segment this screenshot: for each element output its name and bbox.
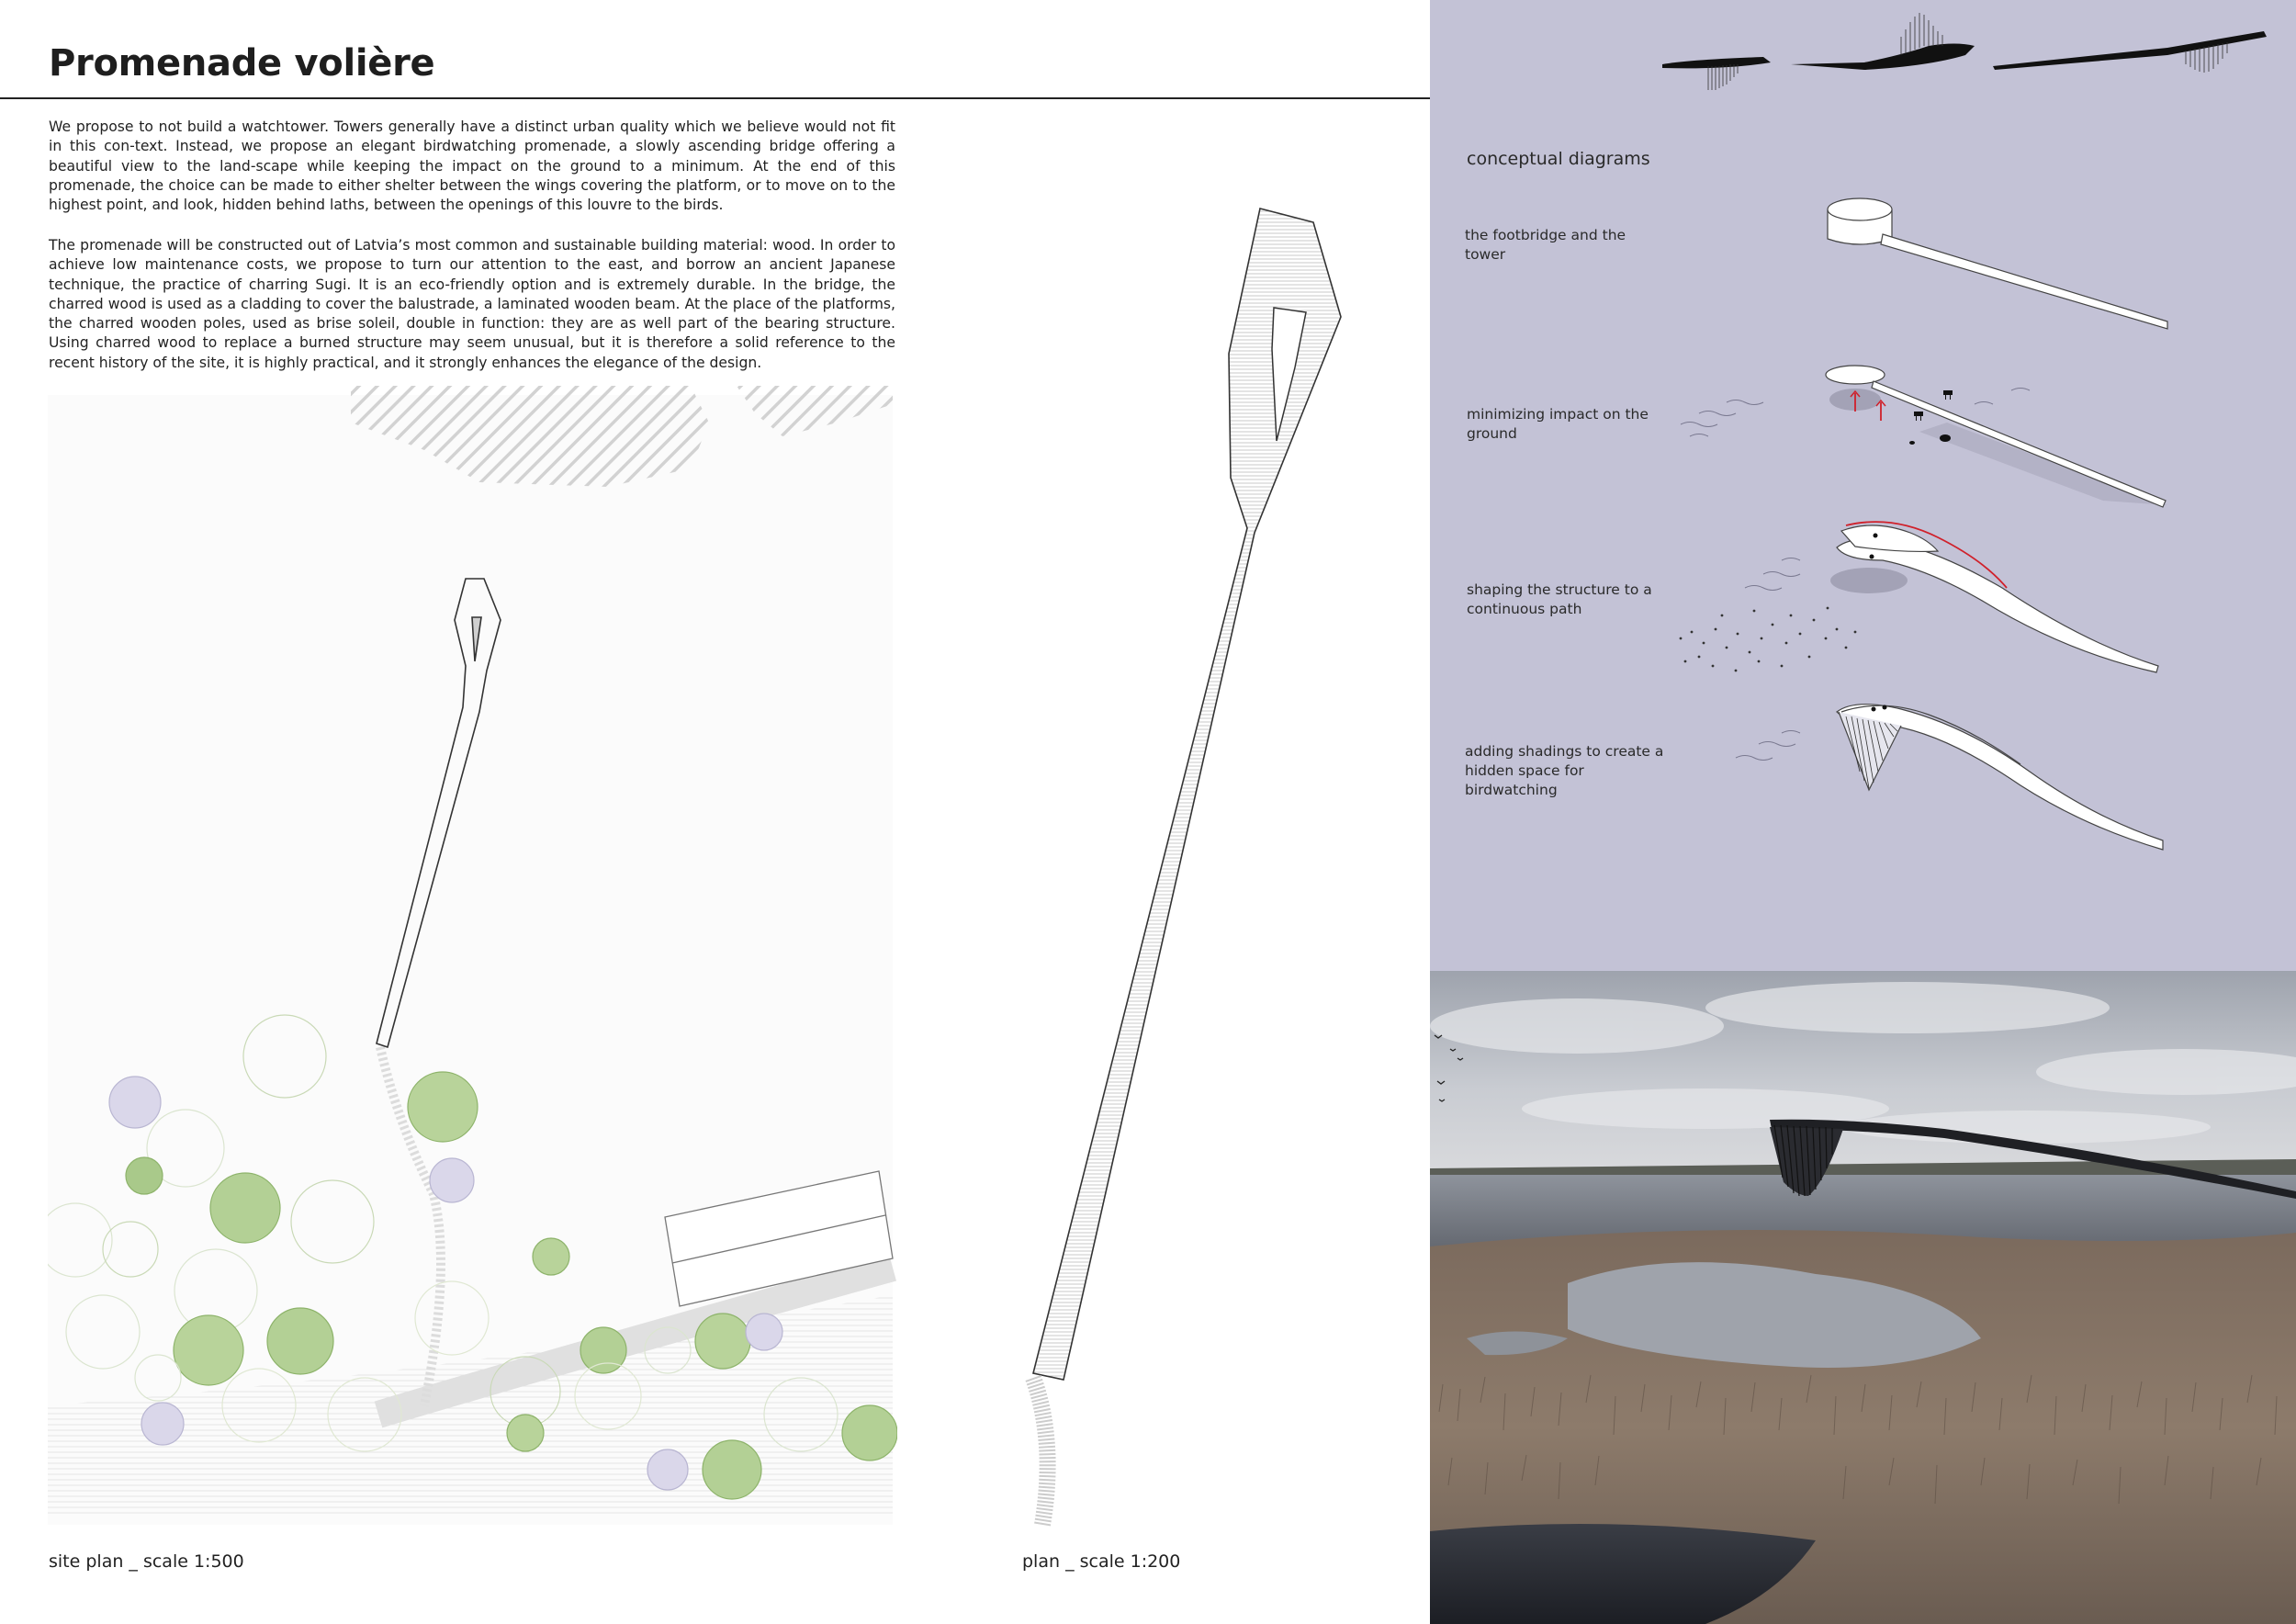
- site-render-photo: [1430, 971, 2296, 1624]
- trees: [48, 1014, 897, 1500]
- diagram-minimizing-impact: [1680, 365, 2167, 508]
- concept-panel: [1430, 0, 2296, 971]
- building-outline: [664, 1170, 894, 1307]
- promenade-plan: [1032, 208, 1342, 1381]
- page-title: Promenade volière: [49, 42, 435, 85]
- render-promenade: [1770, 1119, 2296, 1199]
- diagram-footbridge-tower: [1827, 197, 2168, 330]
- promenade-outline-small: [376, 578, 501, 1049]
- elevation-silhouettes: [1662, 13, 2267, 90]
- diagram-label-4: adding shadings to create a hidden space…: [1465, 743, 1664, 798]
- material-paragraph: The promenade will be constructed out of…: [49, 237, 895, 371]
- intro-paragraph: We propose to not build a watchtower. To…: [49, 118, 895, 214]
- diagram-label-1: the footbridge and the tower: [1465, 227, 1626, 263]
- site-plan-drawing: [48, 386, 897, 1525]
- concept-diagrams: [1679, 197, 2168, 851]
- concept-heading: conceptual diagrams: [1467, 149, 1650, 169]
- site-plan-caption: site plan _ scale 1:500: [49, 1551, 244, 1572]
- plan-caption: plan _ scale 1:200: [1022, 1551, 1181, 1572]
- reed-hatch: [351, 386, 893, 487]
- header-rule: [0, 97, 2296, 99]
- platform-opening: [1271, 307, 1307, 442]
- diagram-hidden-space: [1735, 704, 2164, 851]
- plan-1-200-drawing: [1025, 208, 1342, 1527]
- diagram-label-3: shaping the structure to a continuous pa…: [1467, 581, 1652, 617]
- diagram-label-2: minimizing impact on the ground: [1467, 406, 1649, 442]
- diagram-continuous-path: [1679, 521, 2159, 673]
